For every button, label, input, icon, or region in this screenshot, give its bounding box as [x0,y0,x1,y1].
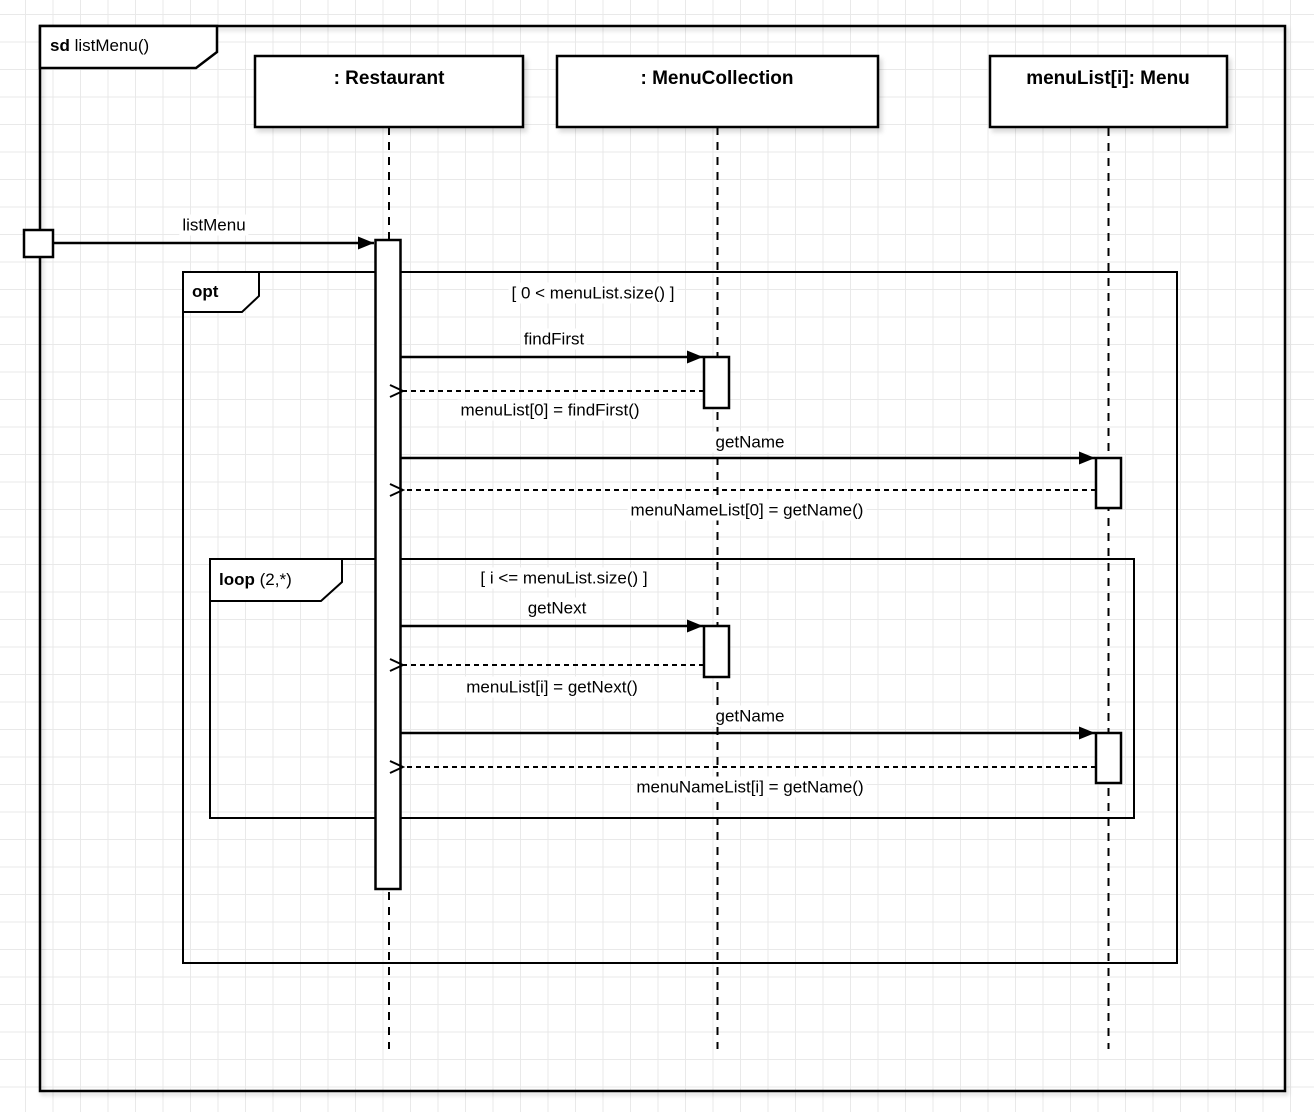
lifeline-header-restaurant[interactable] [253,54,525,129]
message-findfirst-label[interactable]: findFirst [520,328,588,350]
fragment-loop-pentagon[interactable] [209,558,343,602]
sequence-frame[interactable] [38,24,1287,1093]
activation-menucollection-findfirst[interactable] [702,355,731,410]
lifeline-label-menu[interactable]: menuList[i]: Menu [1026,68,1190,89]
fragment-loop-parameters: (2,*) [259,570,292,589]
lifeline-header-menu[interactable] [988,54,1229,129]
return-findfirst-label[interactable]: menuList[0] = findFirst() [457,399,643,421]
return-getnext-label[interactable]: menuList[i] = getNext() [463,676,641,698]
activation-menu-getname-first[interactable] [1094,456,1123,510]
fragment-opt-operator[interactable]: opt [192,282,219,301]
fragment-loop[interactable] [209,558,1135,819]
found-message-gate[interactable] [22,228,55,259]
message-getname-first-label[interactable]: getName [712,431,788,453]
message-listmenu-label[interactable]: listMenu [179,214,249,236]
activation-menucollection-getnext[interactable] [702,624,731,679]
fragment-opt-pentagon[interactable] [182,271,260,313]
lifeline-label-restaurant[interactable]: : Restaurant [333,68,445,89]
fragment-loop-operator[interactable]: loop (2,*) [219,569,292,590]
lifeline-label-menucollection[interactable]: : MenuCollection [640,68,794,89]
activation-restaurant[interactable] [374,238,402,891]
return-getname-loop-label[interactable]: menuNameList[i] = getName() [633,776,867,798]
fragment-loop-guard[interactable]: [ i <= menuList.size() ] [477,567,651,589]
fragment-opt[interactable] [182,271,1178,964]
fragment-loop-keyword: loop [219,570,255,589]
fragment-opt-guard[interactable]: [ 0 < menuList.size() ] [508,282,678,304]
message-getnext-label[interactable]: getNext [524,597,590,619]
activation-menu-getname-loop[interactable] [1094,731,1123,785]
frame-title: listMenu() [74,36,150,55]
frame-keyword: sd [50,36,70,55]
return-getname-first-label[interactable]: menuNameList[0] = getName() [627,499,867,521]
frame-label: sd listMenu() [50,35,149,56]
lifeline-header-menucollection[interactable] [555,54,880,129]
frame-label-pentagon[interactable] [38,24,219,70]
message-getname-loop-label[interactable]: getName [712,705,788,727]
